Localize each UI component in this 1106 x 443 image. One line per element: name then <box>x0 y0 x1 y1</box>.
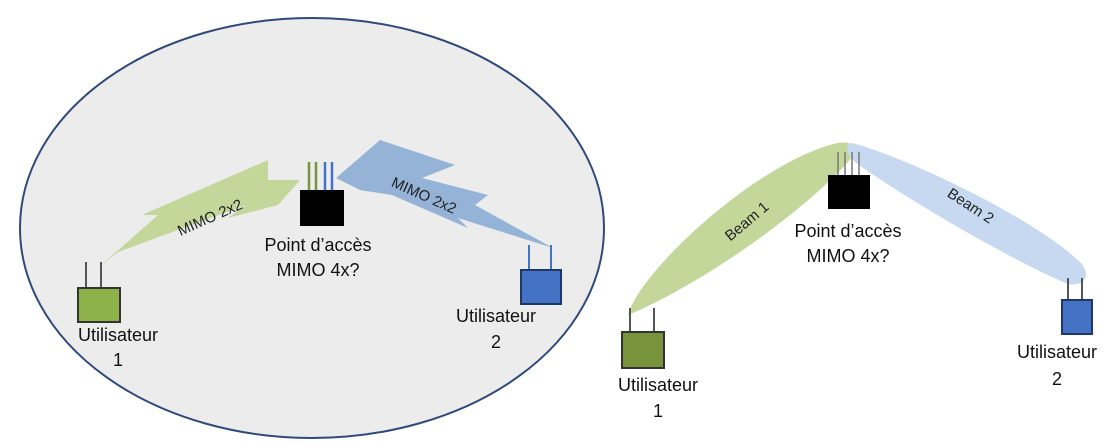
ap-label-right-line2: MIMO 4x? <box>806 246 889 266</box>
user2-label-line1: Utilisateur <box>456 306 536 326</box>
user1-right-label-line2: 1 <box>653 401 663 421</box>
beam1-lobe <box>628 142 854 315</box>
user1-device-icon <box>77 262 121 323</box>
ap-label-line1: Point d’accès <box>264 235 371 255</box>
user1-right-label-line1: Utilisateur <box>618 375 698 395</box>
user2-right-label-line1: Utilisateur <box>1017 342 1097 362</box>
user2-device-icon <box>520 245 562 305</box>
link-mimo-user2 <box>336 140 553 248</box>
user2-device-icon-right <box>1061 278 1093 335</box>
user1-label-line2: 1 <box>113 350 123 370</box>
ap-label-right-line1: Point d’accès <box>794 221 901 241</box>
user1-device-icon-right <box>621 308 665 369</box>
user2-label-line2: 2 <box>491 332 501 352</box>
link-mimo-user1 <box>98 160 300 268</box>
left-diagram: MIMO 2x2 MIMO 2x2 Point d’accès MIMO 4x?… <box>19 17 605 439</box>
user1-label-line1: Utilisateur <box>78 325 158 345</box>
ap-label-line2: MIMO 4x? <box>276 260 359 280</box>
access-point-icon <box>300 162 344 226</box>
beam2-lobe <box>847 143 1087 285</box>
user2-right-label-line2: 2 <box>1052 369 1062 389</box>
right-diagram: Beam 1 Beam 2 Point d’accès MIMO 4x? Uti… <box>618 142 1097 421</box>
access-point-icon-right <box>828 152 870 209</box>
coverage-cell <box>19 17 605 439</box>
